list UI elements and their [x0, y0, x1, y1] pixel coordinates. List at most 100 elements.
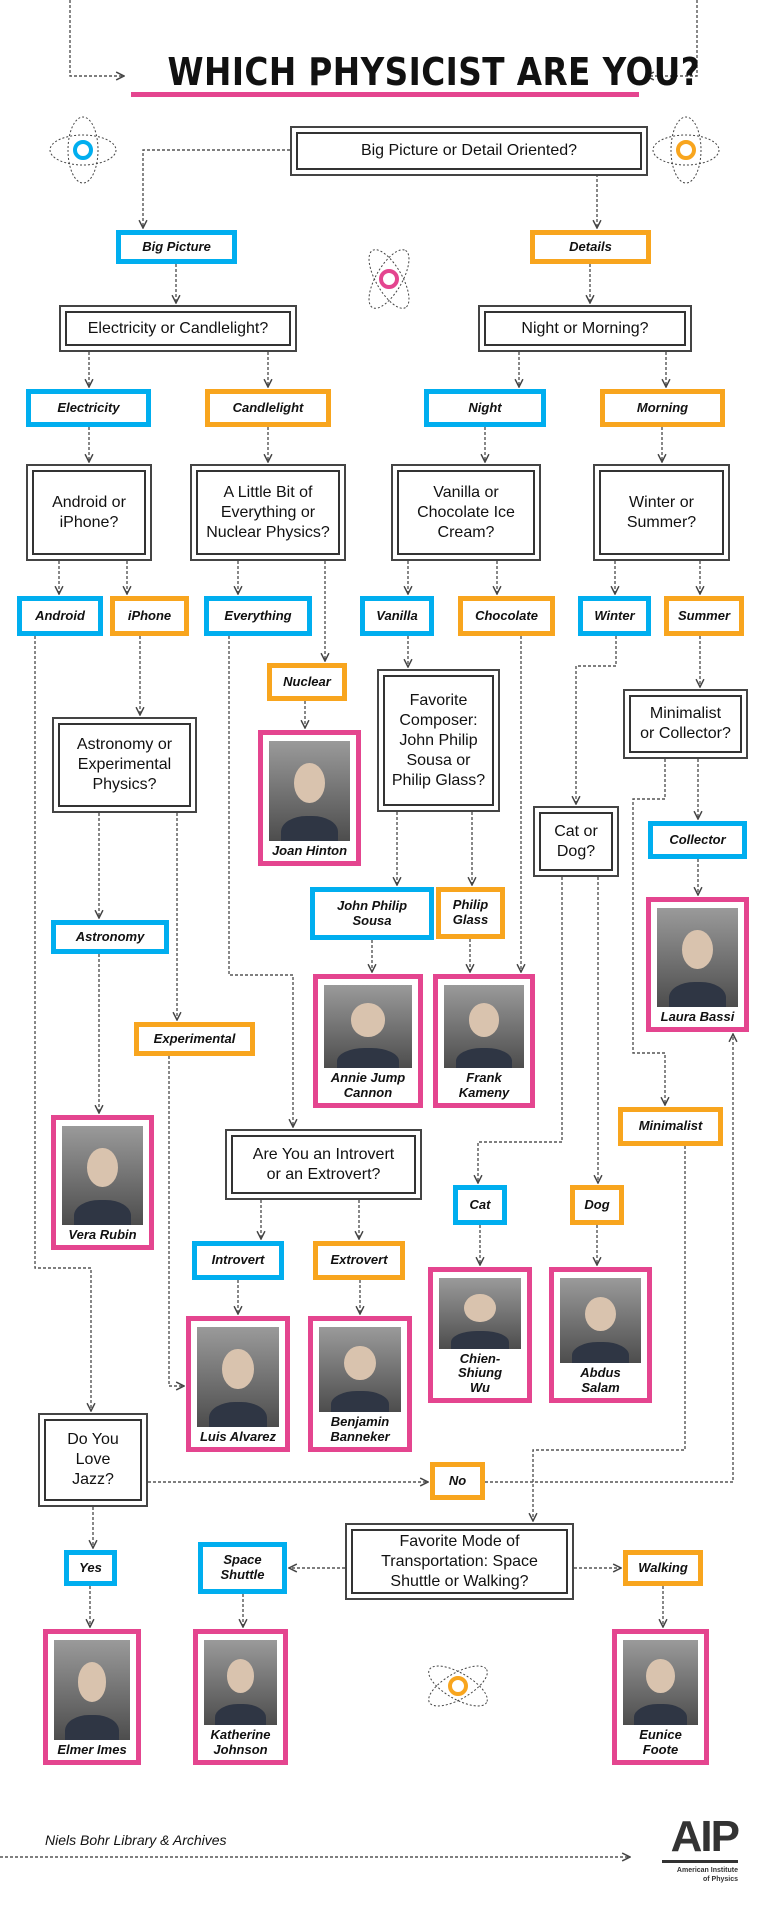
physicist-name: Chien-Shiung Wu	[457, 1351, 503, 1395]
answer-candlelight: Candlelight	[205, 389, 331, 427]
physicist-card-laura-bassi: Laura Bassi	[646, 897, 749, 1032]
physicist-name: Joan Hinton	[271, 842, 348, 858]
physicist-card-luis-alvarez: Luis Alvarez	[186, 1316, 290, 1452]
footer-credit: Niels Bohr Library & Archives	[45, 1832, 227, 1848]
physicist-card-katherine-johnson: Katherine Johnson	[193, 1629, 288, 1765]
answer-night: Night	[424, 389, 546, 427]
physicist-card-abdus-salam: Abdus Salam	[549, 1267, 652, 1403]
question-box: Android or iPhone?	[26, 464, 152, 561]
answer-yes: Yes	[64, 1550, 117, 1586]
portrait-head	[351, 1003, 385, 1037]
portrait-head	[682, 929, 713, 970]
answer-minimalist: Minimalist	[618, 1107, 723, 1146]
atom-icon	[428, 1665, 488, 1707]
question-box: Are You an Introvert or an Extrovert?	[225, 1129, 422, 1200]
answer-details: Details	[530, 230, 651, 264]
portrait-head	[77, 1661, 107, 1702]
answer-android: Android	[17, 596, 103, 636]
portrait-body	[65, 1714, 119, 1740]
answer-morning: Morning	[600, 389, 725, 427]
answer-nuclear: Nuclear	[267, 663, 347, 701]
answer-electricity: Electricity	[26, 389, 151, 427]
question-box: Cat or Dog?	[533, 806, 619, 877]
physicist-card-benjamin-banneker: Benjamin Banneker	[308, 1316, 412, 1452]
question-box: Vanilla or Chocolate Ice Cream?	[391, 464, 541, 561]
physicist-photo	[204, 1640, 277, 1726]
question-box: Favorite Composer: John Philip Sousa or …	[377, 669, 500, 812]
physicist-photo	[269, 741, 350, 841]
portrait-body	[337, 1047, 399, 1069]
physicist-name: Katherine Johnson	[210, 1727, 271, 1757]
portrait-body	[572, 1342, 629, 1364]
atom-icon	[652, 116, 720, 184]
answer-chocolate: Chocolate	[458, 596, 555, 636]
portrait-body	[331, 1391, 389, 1413]
portrait-head	[294, 762, 325, 803]
physicist-name: Eunice Foote	[639, 1727, 682, 1757]
portrait-body	[634, 1704, 687, 1726]
portrait-body	[456, 1047, 512, 1069]
title-underline	[131, 92, 639, 97]
atom-icon	[368, 249, 410, 309]
answer-vanilla: Vanilla	[360, 596, 434, 636]
physicist-card-frank-kameny: Frank Kameny	[433, 974, 535, 1108]
answer-big-picture: Big Picture	[116, 230, 237, 264]
answer-extrovert: Extrovert	[313, 1241, 405, 1280]
answer-cat: Cat	[453, 1185, 507, 1225]
answer-john-philip-sousa: John Philip Sousa	[310, 887, 434, 940]
portrait-head	[87, 1147, 118, 1188]
answer-space-shuttle: Space Shuttle	[198, 1542, 287, 1594]
physicist-card-chien-shiung-wu: Chien-Shiung Wu	[428, 1267, 532, 1403]
portrait-body	[281, 815, 338, 841]
answer-winter: Winter	[578, 596, 651, 636]
portrait-head	[464, 1293, 496, 1323]
physicist-card-joan-hinton: Joan Hinton	[258, 730, 361, 866]
answer-introvert: Introvert	[192, 1241, 284, 1280]
portrait-head	[344, 1345, 376, 1380]
portrait-head	[585, 1296, 616, 1331]
question-box: Minimalist or Collector?	[623, 689, 748, 759]
physicist-name: Annie Jump Cannon	[330, 1070, 406, 1100]
portrait-body	[669, 982, 726, 1007]
aip-logo-text: AIP	[670, 1812, 740, 1861]
physicist-card-annie-jump-cannon: Annie Jump Cannon	[313, 974, 423, 1108]
aip-logo-bar	[662, 1860, 738, 1863]
answer-experimental: Experimental	[134, 1022, 255, 1056]
physicist-name: Frank Kameny	[458, 1070, 510, 1100]
physicist-photo	[623, 1640, 698, 1726]
answer-summer: Summer	[664, 596, 744, 636]
physicist-card-eunice-foote: Eunice Foote	[612, 1629, 709, 1765]
physicist-photo	[444, 985, 524, 1069]
question-box: Big Picture or Detail Oriented?	[290, 126, 648, 176]
answer-dog: Dog	[570, 1185, 624, 1225]
portrait-head	[468, 1003, 500, 1037]
answer-no: No	[430, 1462, 485, 1500]
portrait-head	[646, 1658, 675, 1693]
page-title: WHICH PHYSICIST ARE YOU?	[167, 50, 701, 94]
atom-icon	[49, 116, 117, 184]
question-box: Electricity or Candlelight?	[59, 305, 297, 352]
physicist-photo	[319, 1327, 401, 1413]
physicist-photo	[439, 1278, 521, 1350]
aip-logo-subtitle: American Institute of Physics	[676, 1867, 738, 1883]
question-box: A Little Bit of Everything or Nuclear Ph…	[190, 464, 346, 561]
portrait-head	[222, 1348, 254, 1389]
answer-collector: Collector	[648, 821, 747, 859]
question-box: Astronomy or Experimental Physics?	[52, 717, 197, 813]
physicist-photo	[560, 1278, 641, 1364]
answer-astronomy: Astronomy	[51, 920, 169, 954]
portrait-body	[209, 1401, 267, 1427]
question-box: Do You Love Jazz?	[38, 1413, 148, 1507]
answer-iphone: iPhone	[110, 596, 189, 636]
physicist-name: Laura Bassi	[660, 1008, 735, 1024]
answer-everything: Everything	[204, 596, 312, 636]
physicist-photo	[197, 1327, 279, 1427]
question-box: Night or Morning?	[478, 305, 692, 352]
answer-walking: Walking	[623, 1550, 703, 1586]
physicist-card-elmer-imes: Elmer Imes	[43, 1629, 141, 1765]
portrait-body	[214, 1704, 267, 1726]
physicist-photo	[54, 1640, 130, 1740]
portrait-body	[451, 1331, 509, 1350]
physicist-name: Benjamin Banneker	[330, 1414, 390, 1444]
physicist-photo	[324, 985, 412, 1069]
